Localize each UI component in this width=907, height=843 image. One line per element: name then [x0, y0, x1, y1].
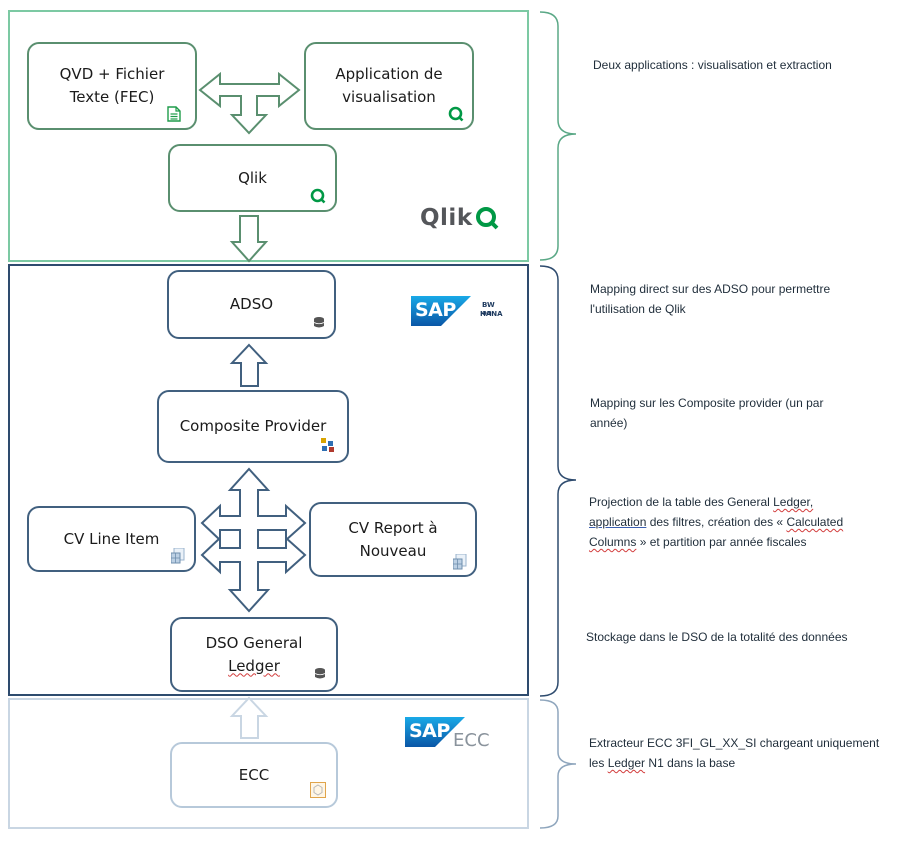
calc-view-icon	[453, 554, 467, 570]
qlik-brace	[539, 11, 577, 261]
note-projection-line2: application des filtres, création des « …	[589, 515, 844, 529]
note-qlik-apps-text: Deux applications : visualisation et ext…	[593, 58, 832, 72]
note-dso-text: Stockage dans le DSO de la totalité des …	[586, 630, 848, 644]
qvd-fec-label: QVD + Fichier Texte (FEC)	[59, 65, 165, 106]
note-projection-line1: Projection de la table des General Ledge…	[589, 495, 814, 509]
composite-provider-label: Composite Provider	[179, 417, 327, 435]
dso-label-line2: Ledger	[228, 656, 280, 675]
qlik-label: Qlik	[238, 168, 267, 187]
qlik-layer	[8, 10, 529, 262]
qlik-logo-text: Qlik	[420, 205, 473, 231]
document-icon	[167, 106, 181, 122]
database-icon	[314, 668, 326, 679]
qlik-icon	[448, 106, 464, 122]
sap-bw-hana-logo: SAP BW on HANA	[411, 296, 503, 326]
qlik-icon	[310, 188, 326, 204]
cv-report-a-nouveau-box[interactable]: CV Report à Nouveau	[309, 502, 477, 577]
note-ecc-line1: Extracteur ECC 3FI_GL_XX_SI chargeant un…	[589, 736, 880, 750]
dso-label-line1: DSO General	[205, 633, 303, 652]
ecc-to-dso-arrow	[229, 696, 269, 739]
note-ecc: Extracteur ECC 3FI_GL_XX_SI chargeant un…	[589, 733, 879, 773]
sap-logo-shape	[411, 296, 471, 326]
sap-ecc-logo: SAP ECC	[405, 717, 500, 751]
ecc-box[interactable]: ECC	[170, 742, 338, 808]
sap-brace	[539, 265, 577, 697]
ecc-label: ECC	[238, 765, 270, 784]
sap-hana-text: HANA	[480, 310, 503, 318]
qlik-to-adso-arrow	[229, 215, 269, 263]
note-ecc-line2: les Ledger N1 dans la base	[589, 756, 736, 770]
cross-arrow	[200, 467, 307, 613]
ecc-layer	[8, 698, 529, 829]
sap-ecc-logo-shape	[405, 717, 465, 747]
note-composite: Mapping sur les Composite provider (un p…	[590, 393, 823, 433]
ecc-brace	[539, 699, 577, 829]
composite-to-adso-arrow	[229, 343, 269, 387]
adso-box[interactable]: ADSO	[167, 270, 336, 339]
note-qlik-apps: Deux applications : visualisation et ext…	[593, 55, 832, 75]
note-composite-line1: Mapping sur les Composite provider (un p…	[590, 396, 824, 410]
cv-line-item-box[interactable]: CV Line Item	[27, 506, 196, 572]
note-projection-line3: Columns » et partition par année fiscale…	[589, 535, 807, 549]
composite-provider-box[interactable]: Composite Provider	[157, 390, 349, 463]
composite-icon	[321, 438, 334, 452]
note-adso-line2: l'utilisation de Qlik	[590, 302, 686, 316]
qvd-fec-box[interactable]: QVD + Fichier Texte (FEC)	[27, 42, 197, 130]
sap-bw-text: BW on	[482, 301, 495, 317]
qlik-logo-icon	[475, 207, 499, 230]
cv-line-item-label: CV Line Item	[63, 529, 160, 548]
note-projection: Projection de la table des General Ledge…	[589, 492, 843, 552]
visualisation-app-label: Application de visualisation	[335, 65, 443, 106]
note-adso: Mapping direct sur des ADSO pour permett…	[590, 279, 830, 319]
sap-bw-layer	[8, 264, 529, 696]
adso-label: ADSO	[229, 295, 274, 313]
qlik-box[interactable]: Qlik	[168, 144, 337, 212]
calc-view-icon	[171, 548, 185, 564]
database-icon	[313, 317, 325, 328]
cv-report-a-nouveau-label: CV Report à Nouveau	[348, 518, 438, 560]
visualisation-app-box[interactable]: Application de visualisation	[304, 42, 474, 130]
qlik-tee-arrow	[198, 71, 301, 135]
note-adso-line1: Mapping direct sur des ADSO pour permett…	[590, 282, 831, 296]
note-dso: Stockage dans le DSO de la totalité des …	[586, 627, 848, 647]
note-composite-line2: année)	[590, 416, 628, 430]
ecc-logo-suffix: ECC	[453, 730, 490, 751]
qlik-logo: Qlik	[420, 205, 499, 231]
sap-ecc-logo-text: SAP	[409, 720, 450, 742]
extractor-icon	[310, 782, 326, 798]
sap-logo-text: SAP	[415, 299, 456, 321]
